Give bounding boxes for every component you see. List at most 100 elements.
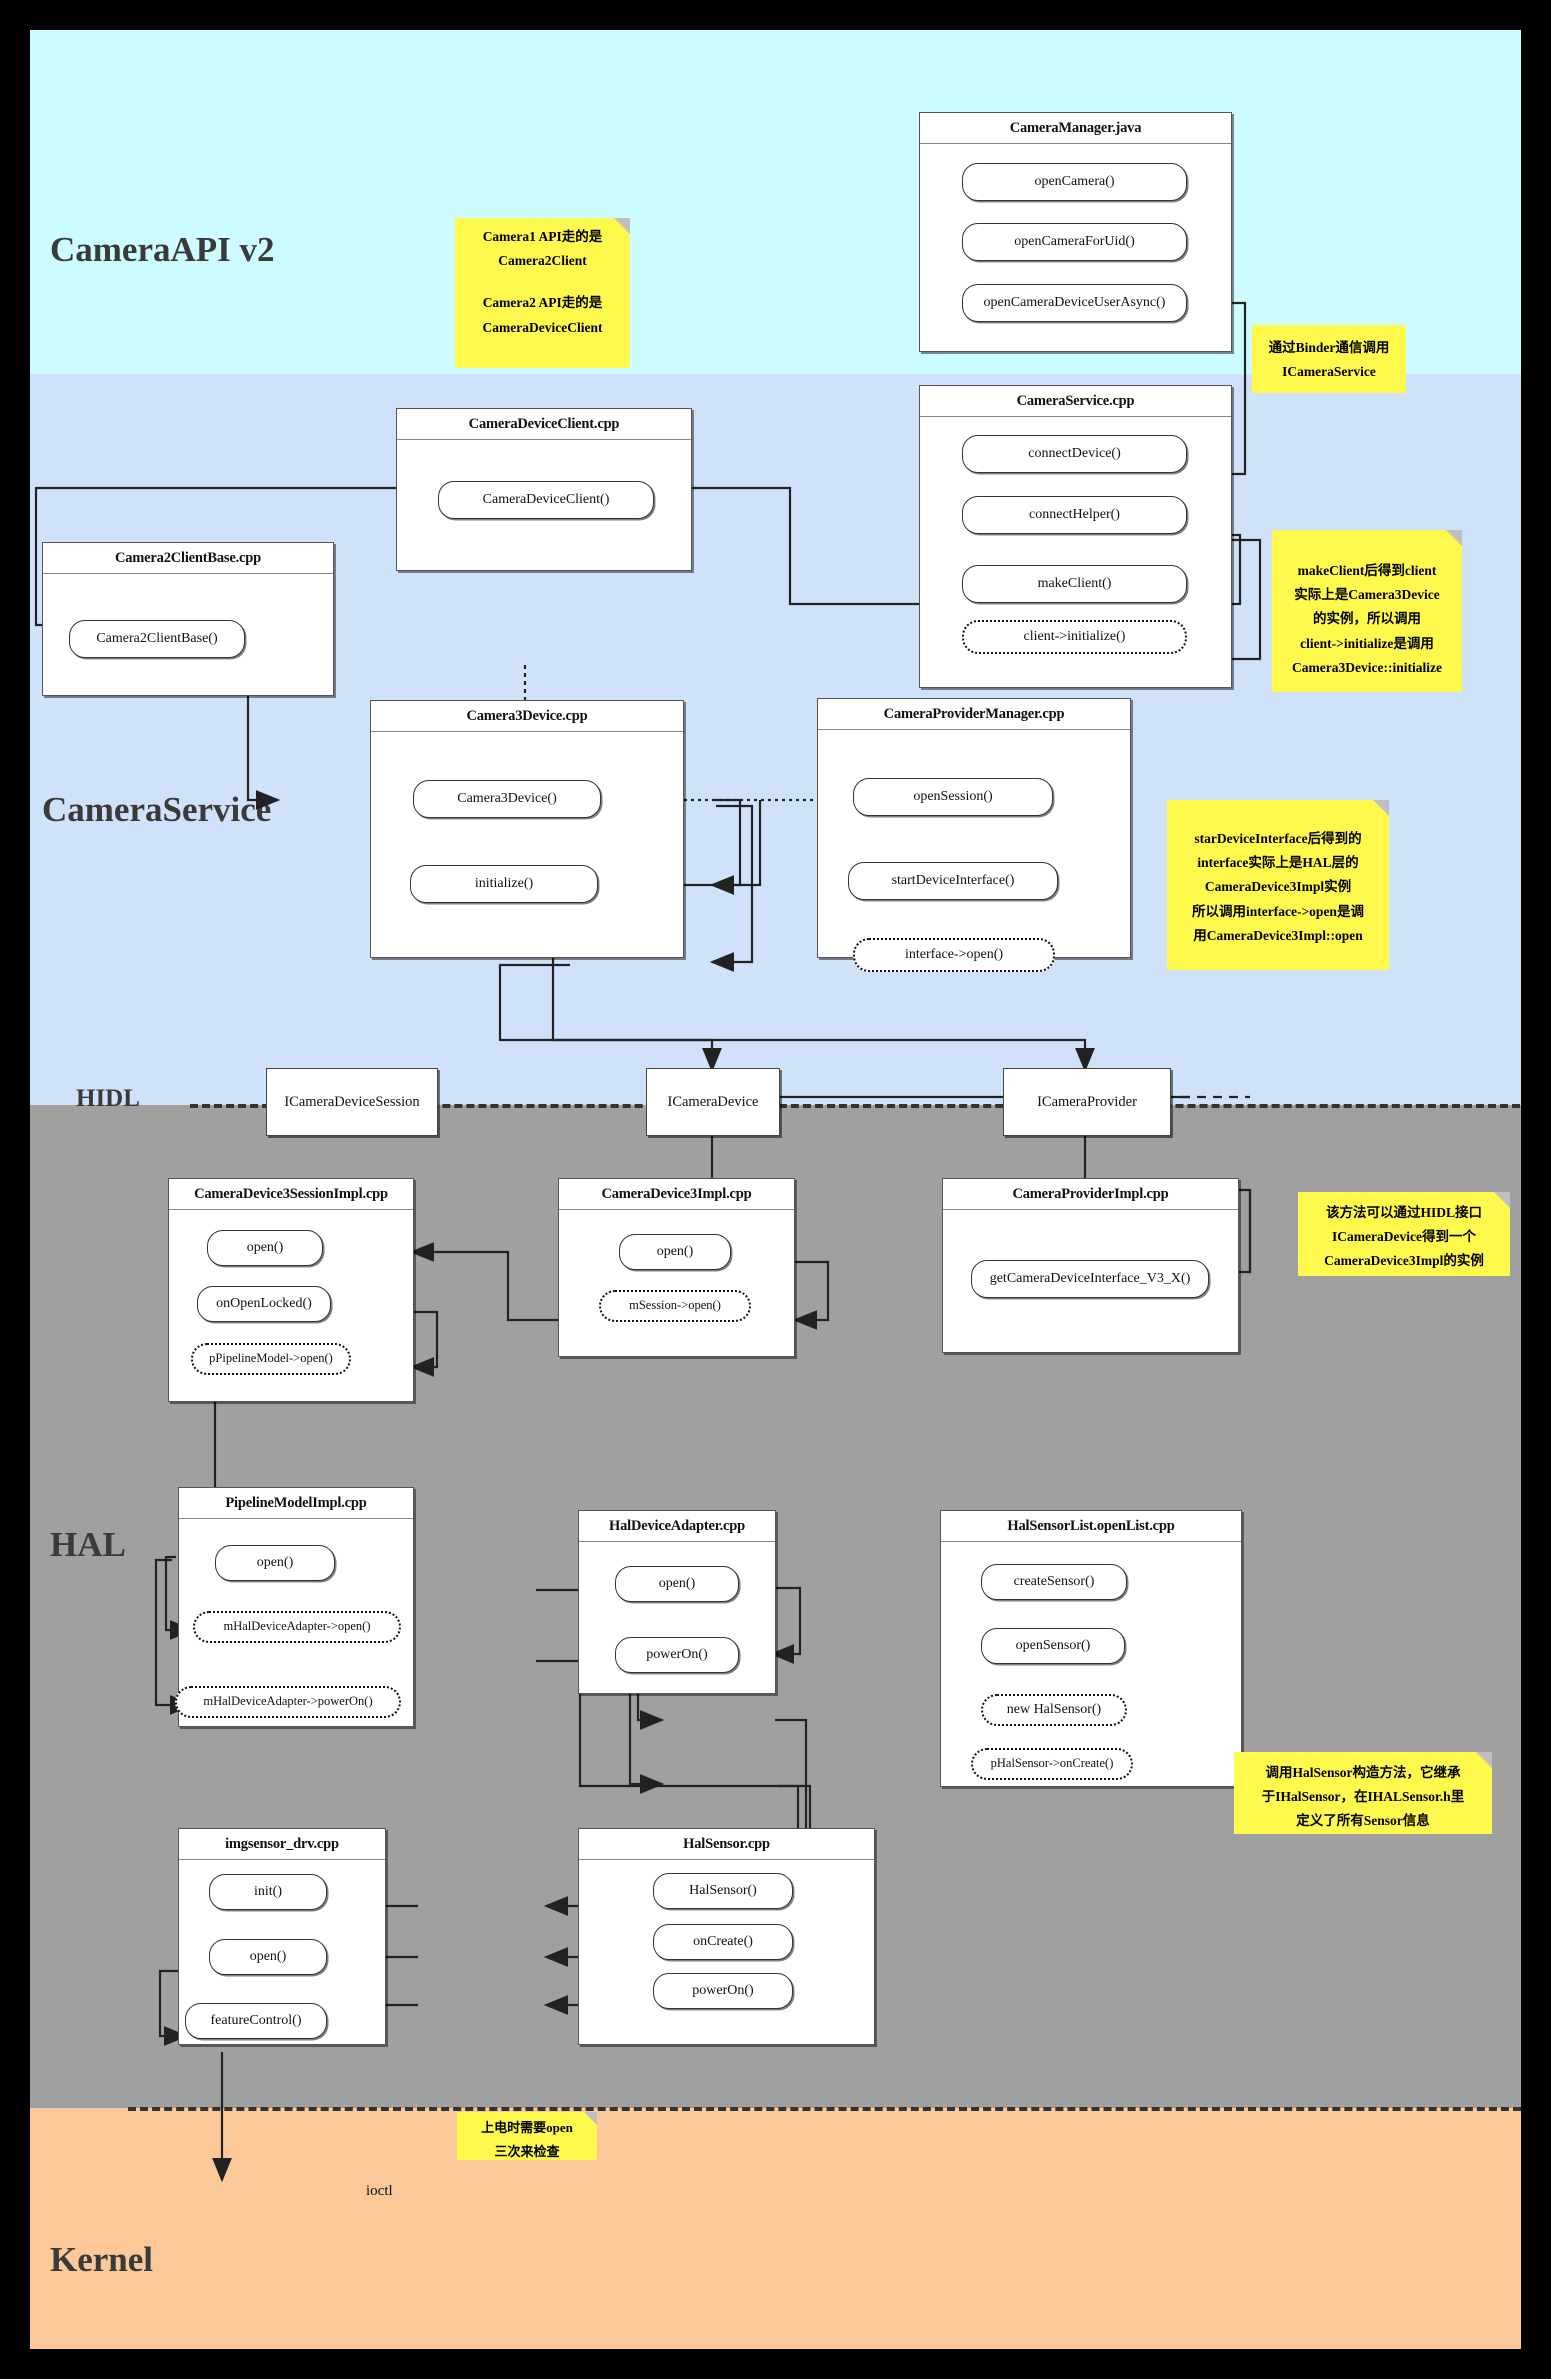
method-label: open() — [658, 1575, 696, 1591]
method-client-initialize[interactable]: client->initialize() — [962, 620, 1187, 654]
note-hidl-iface: 该方法可以通过HIDL接口 ICameraDevice得到一个 CameraDe… — [1298, 1192, 1510, 1276]
method-imgsensor-init[interactable]: init() — [209, 1874, 327, 1910]
method-halsensor-oncreate[interactable]: onCreate() — [653, 1924, 793, 1960]
module-camera2-client-base[interactable]: Camera2ClientBase.cpp Camera2ClientBase(… — [42, 542, 334, 696]
note-fold-corner — [584, 2112, 597, 2125]
method-label: openSession() — [913, 788, 993, 804]
module-title: HalDeviceAdapter.cpp — [579, 1511, 775, 1542]
method-label: connectDevice() — [1028, 445, 1121, 461]
module-camera-device3-impl[interactable]: CameraDevice3Impl.cpp open() mSession->o… — [558, 1178, 795, 1357]
interface-icameraprovider[interactable]: ICameraProvider — [1003, 1068, 1171, 1136]
module-camera-device-client[interactable]: CameraDeviceClient.cpp CameraDeviceClien… — [396, 408, 692, 571]
module-camera-service[interactable]: CameraService.cpp connectDevice() connec… — [919, 385, 1232, 688]
method-pipeline-open[interactable]: open() — [215, 1545, 335, 1581]
method-imgsensor-featurecontrol[interactable]: featureControl() — [185, 2003, 327, 2039]
note-line: client->initialize是调用 — [1300, 635, 1434, 651]
note-make-client: makeClient后得到client 实际上是Camera3Device 的实… — [1272, 530, 1462, 692]
method-halsensor-poweron[interactable]: powerOn() — [653, 1973, 793, 2009]
interface-icameradevicesession[interactable]: ICameraDeviceSession — [266, 1068, 438, 1136]
note-line: makeClient后得到client — [1297, 563, 1437, 578]
method-imgsensor-open[interactable]: open() — [209, 1939, 327, 1975]
label-ioctl: ioctl — [366, 2183, 393, 2199]
method-open-camera-device-user-async[interactable]: openCameraDeviceUserAsync() — [962, 284, 1187, 322]
method-label: open() — [246, 1239, 284, 1255]
method-label: pPipelineModel->open() — [209, 1351, 333, 1366]
note-halsensor-ctor: 调用HalSensor构造方法，它继承 于IHalSensor，在IHALSen… — [1234, 1752, 1492, 1834]
method-open-session[interactable]: openSession() — [853, 778, 1053, 816]
method-get-camera-device-interface-v3x[interactable]: getCameraDeviceInterface_V3_X() — [971, 1260, 1209, 1298]
module-hal-sensor[interactable]: HalSensor.cpp HalSensor() onCreate() pow… — [578, 1828, 875, 2045]
note-line: CameraDeviceClient — [482, 319, 603, 335]
note-line: starDeviceInterface后得到的 — [1194, 831, 1362, 846]
method-label: getCameraDeviceInterface_V3_X() — [989, 1270, 1191, 1286]
method-connect-helper[interactable]: connectHelper() — [962, 496, 1187, 534]
method-interface-open[interactable]: interface->open() — [853, 938, 1055, 972]
method-label: openCamera() — [1034, 173, 1115, 189]
note-line: 三次来检查 — [494, 2143, 560, 2159]
note-line: ICameraDevice得到一个 — [1332, 1229, 1476, 1245]
method-label: openCameraForUid() — [1014, 233, 1135, 249]
method-label: connectHelper() — [1029, 506, 1120, 522]
note-line: 所以调用interface->open是调 — [1192, 903, 1364, 919]
module-imgsensor-drv[interactable]: imgsensor_drv.cpp init() open() featureC… — [178, 1828, 386, 2045]
note-fold-corner — [614, 218, 630, 234]
method-label: onCreate() — [693, 1933, 753, 1949]
method-open-camera[interactable]: openCamera() — [962, 163, 1187, 201]
note-line: 的实例，所以调用 — [1313, 611, 1421, 627]
method-start-device-interface[interactable]: startDeviceInterface() — [848, 862, 1058, 900]
module-hal-sensor-list[interactable]: HalSensorList.openList.cpp createSensor(… — [940, 1510, 1242, 1787]
method-label: openSensor() — [1015, 1637, 1091, 1653]
module-camera-manager[interactable]: CameraManager.java openCamera() openCame… — [919, 112, 1232, 352]
method-create-sensor[interactable]: createSensor() — [981, 1564, 1127, 1600]
method-label: client->initialize() — [1023, 628, 1126, 644]
note-fold-corner — [1476, 1752, 1492, 1768]
method-label: Camera2ClientBase() — [96, 630, 218, 646]
interface-icameradevice[interactable]: ICameraDevice — [646, 1068, 780, 1136]
interface-label: ICameraDevice — [667, 1093, 759, 1110]
note-line: 上电时需要open — [481, 2120, 573, 2135]
method-device3impl-open[interactable]: open() — [619, 1234, 731, 1270]
layer-label-kernel: Kernel — [50, 2240, 154, 2279]
method-open-sensor[interactable]: openSensor() — [981, 1628, 1125, 1664]
method-connect-device[interactable]: connectDevice() — [962, 435, 1187, 473]
layer-label-hal: HAL — [50, 1525, 126, 1564]
method-label: mHalDeviceAdapter->powerOn() — [203, 1694, 373, 1709]
method-camera3-device-initialize[interactable]: initialize() — [410, 865, 598, 903]
method-ppipelinemodel-open[interactable]: pPipelineModel->open() — [191, 1343, 351, 1375]
method-label: Camera3Device() — [457, 790, 557, 806]
method-label: initialize() — [474, 875, 534, 891]
module-camera3-device[interactable]: Camera3Device.cpp Camera3Device() initia… — [370, 700, 684, 958]
method-camera-device-client-ctor[interactable]: CameraDeviceClient() — [438, 481, 654, 519]
note-spacer — [463, 276, 622, 288]
method-mhaldeviceadapter-poweron[interactable]: mHalDeviceAdapter->powerOn() — [175, 1686, 401, 1718]
method-phalsensor-oncreate[interactable]: pHalSensor->onCreate() — [971, 1748, 1133, 1780]
layer-label-hidl: HIDL — [76, 1085, 140, 1112]
note-fold-corner — [1494, 1192, 1510, 1208]
module-camera-provider-manager[interactable]: CameraProviderManager.cpp openSession() … — [817, 698, 1131, 972]
method-make-client[interactable]: makeClient() — [962, 565, 1187, 603]
method-open-camera-for-uid[interactable]: openCameraForUid() — [962, 223, 1187, 261]
module-title: PipelineModelImpl.cpp — [179, 1488, 413, 1519]
method-camera2-client-base-ctor[interactable]: Camera2ClientBase() — [69, 620, 245, 658]
method-new-halsensor[interactable]: new HalSensor() — [981, 1694, 1127, 1726]
note-line: 于IHalSensor，在IHALSensor.h里 — [1261, 1789, 1465, 1805]
method-label: init() — [254, 1883, 282, 1899]
method-on-open-locked[interactable]: onOpenLocked() — [197, 1286, 331, 1322]
method-session-open[interactable]: open() — [207, 1230, 323, 1266]
method-msession-open[interactable]: mSession->open() — [599, 1290, 751, 1322]
method-adapter-poweron[interactable]: powerOn() — [615, 1637, 739, 1673]
note-power-on: 上电时需要open 三次来检查 — [457, 2112, 597, 2160]
method-label: open() — [249, 1948, 287, 1964]
method-halsensor-ctor[interactable]: HalSensor() — [653, 1873, 793, 1909]
method-label: powerOn() — [646, 1646, 708, 1662]
module-hal-device-adapter[interactable]: HalDeviceAdapter.cpp open() powerOn() — [578, 1510, 776, 1694]
hidl-boundary-line — [190, 1104, 1520, 1108]
note-line: 实际上是Camera3Device — [1294, 587, 1440, 603]
method-adapter-open[interactable]: open() — [615, 1566, 739, 1602]
module-camera-device3-session-impl[interactable]: CameraDevice3SessionImpl.cpp open() onOp… — [168, 1178, 414, 1402]
note-line: ICameraService — [1282, 364, 1376, 380]
module-camera-provider-impl[interactable]: CameraProviderImpl.cpp getCameraDeviceIn… — [942, 1178, 1239, 1353]
module-pipeline-model-impl[interactable]: PipelineModelImpl.cpp open() mHalDeviceA… — [175, 1487, 414, 1727]
method-camera3-device-ctor[interactable]: Camera3Device() — [413, 780, 601, 818]
method-mhaldeviceadapter-open[interactable]: mHalDeviceAdapter->open() — [193, 1611, 401, 1643]
